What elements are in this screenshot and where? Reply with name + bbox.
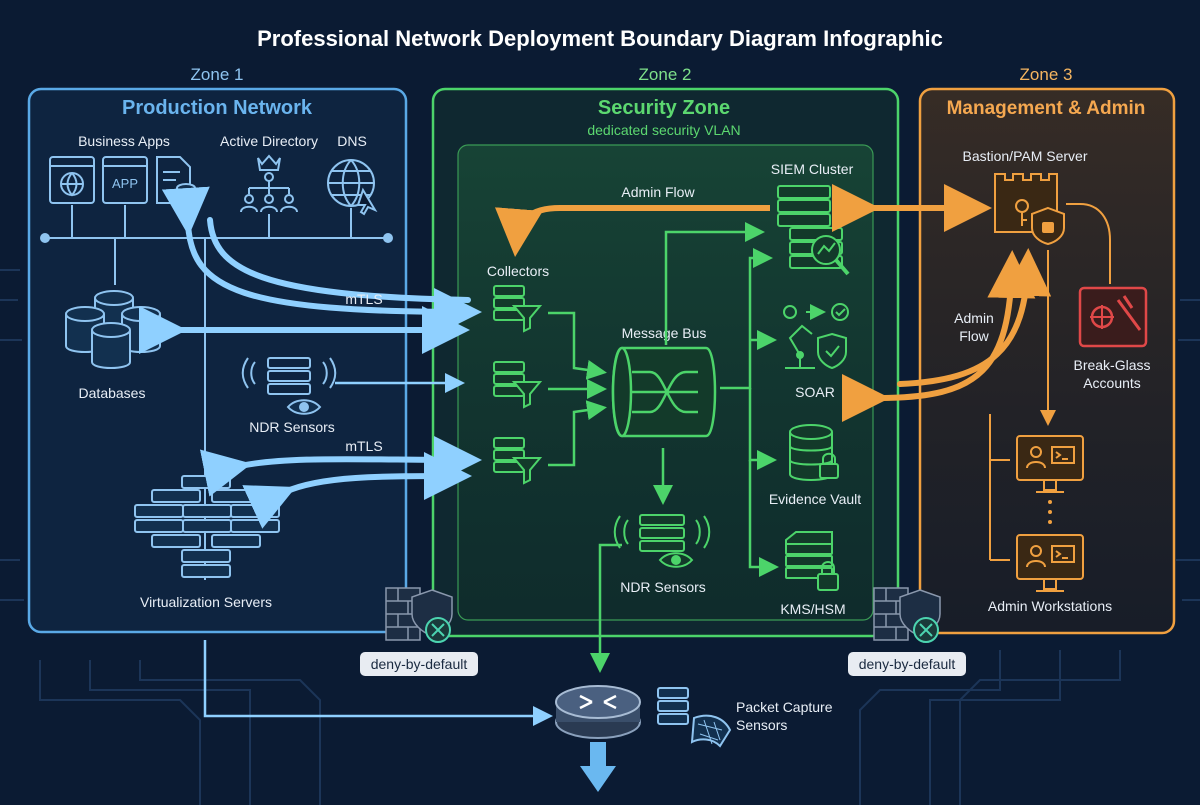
dns-label: DNS	[337, 133, 367, 149]
ndr-sensor-icon-zone2	[613, 514, 711, 568]
message-bus-icon	[611, 346, 717, 438]
deny-badge-left	[360, 652, 478, 676]
active-directory-label: Active Directory	[220, 133, 318, 149]
siem-server-icon	[777, 185, 850, 276]
business-apps-label: Business Apps	[78, 133, 170, 149]
zone2-label: Zone 2	[639, 65, 692, 84]
safe-icon	[1078, 286, 1148, 348]
bastion-castle-icon	[994, 173, 1065, 246]
database-icon	[65, 290, 161, 369]
packet-capture-icon	[657, 687, 732, 748]
kms-lock-icon	[785, 531, 839, 591]
diagram-title: Professional Network Deployment Boundary…	[257, 26, 943, 51]
kms-hsm-label: KMS/HSM	[780, 601, 845, 617]
background-circuit	[0, 269, 1200, 805]
app-window-icon: APP	[102, 156, 148, 204]
databases-label: Databases	[79, 385, 146, 401]
packet-capture-label-1: Packet Capture	[736, 699, 833, 715]
mtls-top-label: mTLS	[345, 291, 382, 307]
vault-lock-icon	[789, 424, 839, 481]
zone2-title: Security Zone	[598, 97, 730, 119]
deny-label-right: deny-by-default	[859, 656, 956, 672]
ndr-sensor-icon	[241, 357, 337, 415]
admin-workstations-label: Admin Workstations	[988, 598, 1112, 614]
zone1-to-router-line	[203, 640, 553, 726]
virtualization-servers-label: Virtualization Servers	[140, 594, 272, 610]
deny-label-left: deny-by-default	[371, 656, 468, 672]
admin-flow-zone3-label-2: Flow	[959, 328, 989, 344]
evidence-vault-label: Evidence Vault	[769, 491, 861, 507]
admin-flow-label: Admin Flow	[621, 184, 695, 200]
bastion-label: Bastion/PAM Server	[962, 148, 1087, 164]
collectors-label: Collectors	[487, 263, 549, 279]
admin-flow-zone3-label-1: Admin	[954, 310, 994, 326]
downstream-arrow	[580, 742, 616, 792]
zone1-title: Production Network	[122, 97, 313, 119]
packet-capture-label-2: Sensors	[736, 717, 787, 733]
deny-badge-right	[848, 652, 966, 676]
zone1-label: Zone 1	[191, 65, 244, 84]
mtls-flow-arrows	[139, 186, 482, 529]
workstation-icon	[1016, 435, 1084, 592]
firewall-icon	[385, 587, 453, 643]
zone2-subtitle: dedicated security VLAN	[587, 122, 740, 138]
zone3-flow-lines	[989, 203, 1111, 561]
server-rack-icon	[134, 475, 280, 578]
zone3-title: Management & Admin	[947, 98, 1146, 119]
soar-robot-icon	[783, 303, 849, 370]
siem-cluster-label: SIEM Cluster	[771, 161, 854, 177]
admin-flow-arrows-zone3	[832, 184, 1052, 423]
firewall-icon-right	[873, 587, 941, 643]
ndr-sensors-zone2-label: NDR Sensors	[620, 579, 706, 595]
admin-flow-arrow	[494, 205, 770, 257]
zone2-flow-lines	[548, 222, 779, 673]
message-bus-label: Message Bus	[622, 325, 707, 341]
mtls-bottom-label: mTLS	[345, 438, 382, 454]
break-glass-label-2: Accounts	[1083, 375, 1141, 391]
ndr-sensors-zone1-label: NDR Sensors	[249, 419, 335, 435]
soar-label: SOAR	[795, 384, 835, 400]
router-icon	[555, 685, 641, 739]
app-badge: APP	[112, 176, 138, 191]
break-glass-label-1: Break-Glass	[1073, 357, 1150, 373]
funnel-server-icon	[493, 285, 543, 485]
browser-globe-icon	[49, 156, 95, 204]
zone3-label: Zone 3	[1020, 65, 1073, 84]
